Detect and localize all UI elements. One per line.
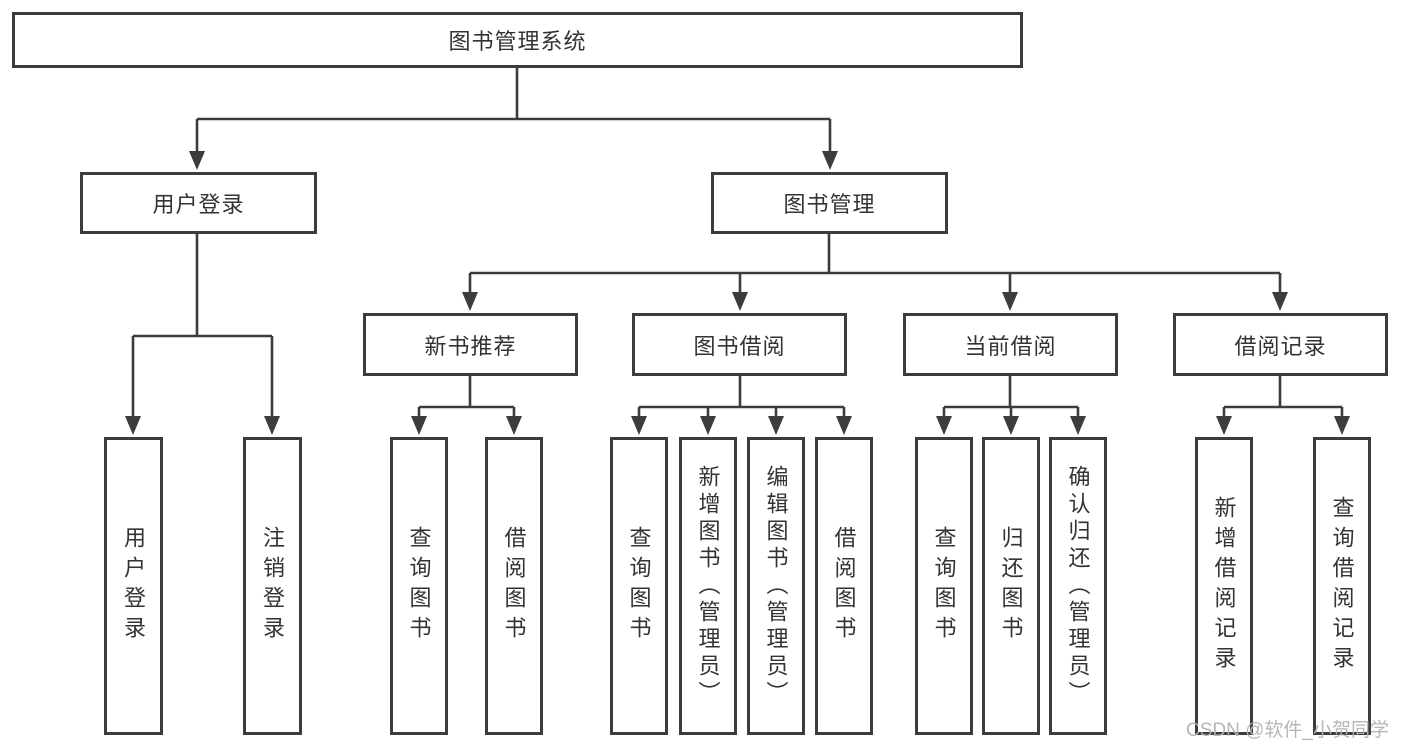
leaf-current-confirm-return-admin: 确认归还（管理员） — [1049, 437, 1107, 735]
connector-new-book-recommend-children — [411, 376, 522, 435]
connector-borrowing-records-children — [1216, 376, 1350, 435]
arrow-down-icon — [1003, 416, 1019, 435]
csdn-watermark: CSDN @软件_小贺同学 — [1186, 720, 1389, 741]
connector-current-borrowing-children — [936, 376, 1086, 435]
leaf-records-query-record: 查询借阅记录 — [1313, 437, 1371, 735]
node-book-management-system: 图书管理系统 — [12, 12, 1023, 68]
node-current-borrowing: 当前借阅 — [903, 313, 1118, 376]
node-new-book-recommend: 新书推荐 — [363, 313, 578, 376]
leaf-recommend-borrow-books: 借阅图书 — [485, 437, 543, 735]
leaf-records-add-record: 新增借阅记录 — [1195, 437, 1253, 735]
arrow-down-icon — [506, 416, 522, 435]
arrow-down-icon — [125, 416, 141, 435]
connector-book-borrowing-children — [631, 376, 852, 435]
node-book-borrowing: 图书借阅 — [632, 313, 847, 376]
arrow-down-icon — [189, 151, 205, 170]
leaf-borrowing-edit-books-admin: 编辑图书（管理员） — [747, 437, 805, 735]
arrow-down-icon — [936, 416, 952, 435]
connector-user-login-children — [125, 233, 280, 435]
arrow-down-icon — [264, 416, 280, 435]
arrow-down-icon — [700, 416, 716, 435]
arrow-down-icon — [1334, 416, 1350, 435]
leaf-current-query-books: 查询图书 — [915, 437, 973, 735]
arrow-down-icon — [1272, 292, 1288, 311]
connector-book-management-children — [462, 233, 1288, 311]
leaf-borrowing-borrow-books: 借阅图书 — [815, 437, 873, 735]
leaf-logout: 注销登录 — [243, 437, 302, 735]
connector-root-to-level2 — [189, 67, 838, 170]
arrow-down-icon — [1070, 416, 1086, 435]
arrow-down-icon — [411, 416, 427, 435]
arrow-down-icon — [732, 292, 748, 311]
leaf-user-login: 用户登录 — [104, 437, 163, 735]
node-user-login: 用户登录 — [80, 172, 317, 234]
leaf-borrowing-add-books-admin: 新增图书（管理员） — [679, 437, 737, 735]
arrow-down-icon — [1002, 292, 1018, 311]
node-book-management: 图书管理 — [711, 172, 948, 234]
leaf-current-return-books: 归还图书 — [982, 437, 1040, 735]
arrow-down-icon — [836, 416, 852, 435]
leaf-recommend-query-books: 查询图书 — [390, 437, 448, 735]
leaf-borrowing-query-books: 查询图书 — [610, 437, 668, 735]
node-borrowing-records: 借阅记录 — [1173, 313, 1388, 376]
arrow-down-icon — [1216, 416, 1232, 435]
arrow-down-icon — [462, 292, 478, 311]
arrow-down-icon — [822, 151, 838, 170]
arrow-down-icon — [631, 416, 647, 435]
arrow-down-icon — [768, 416, 784, 435]
